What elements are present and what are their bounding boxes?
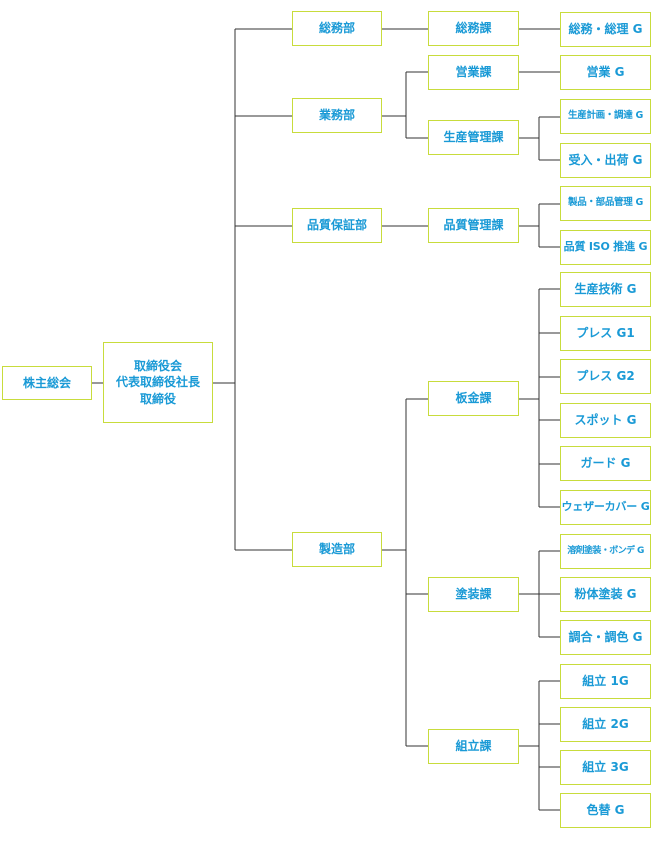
node-assembly-3g-group: 組立 3G: [560, 750, 651, 785]
node-label: 総務課: [455, 21, 492, 36]
node-label: 株主総会: [22, 375, 71, 390]
node-label: 営業課: [455, 65, 492, 80]
node-product-parts-group: 製品・部品管理 G: [560, 186, 651, 221]
node-label: 組立 3G: [582, 760, 629, 775]
node-solvent-painting-group: 溶剤塗装・ボンデ G: [560, 534, 651, 569]
node-weather-cover-group: ウェザーカバー G: [560, 490, 651, 525]
node-label: 組立課: [455, 739, 492, 754]
node-label: 製品・部品管理 G: [568, 197, 643, 209]
node-label: 営業 G: [586, 65, 625, 80]
node-spot-group: スポット G: [560, 403, 651, 438]
node-label: 総務部: [318, 21, 355, 36]
node-label: ウェザーカバー G: [561, 500, 650, 514]
node-label: 塗装課: [455, 587, 492, 602]
node-label: 溶剤塗装・ボンデ G: [567, 546, 644, 557]
node-label: 調合・調色 G: [568, 630, 643, 645]
node-label: 品質管理課: [443, 218, 504, 233]
node-sales-group: 営業 G: [560, 55, 651, 90]
node-label: プレス G1: [576, 326, 635, 341]
node-label: 受入・出荷 G: [568, 153, 643, 168]
node-quality-control-section: 品質管理課: [428, 208, 519, 243]
node-iso-promotion-group: 品質 ISO 推進 G: [560, 230, 651, 265]
node-assembly-section: 組立課: [428, 729, 519, 764]
node-color-mixing-group: 調合・調色 G: [560, 620, 651, 655]
node-label-director: 取締役: [139, 391, 176, 406]
node-color-change-group: 色替 G: [560, 793, 651, 828]
node-label: 粉体塗装 G: [574, 587, 637, 602]
node-label-president: 代表取締役社長: [115, 375, 200, 390]
node-label: 組立 2G: [582, 717, 629, 732]
node-label: 色替 G: [586, 803, 625, 818]
node-label: スポット G: [574, 413, 637, 428]
node-label: 品質 ISO 推進 G: [563, 240, 648, 254]
node-label: プレス G2: [576, 369, 635, 384]
node-label: 組立 1G: [582, 674, 629, 689]
node-shareholders-meeting: 株主総会: [2, 366, 92, 400]
node-quality-department: 品質保証部: [292, 208, 382, 243]
node-label: 製造部: [318, 542, 355, 557]
node-receiving-shipping-group: 受入・出荷 G: [560, 143, 651, 178]
node-label: ガード G: [580, 456, 631, 471]
node-label-board: 取締役会: [133, 359, 182, 374]
node-label: 総務・総理 G: [568, 22, 643, 37]
node-label: 業務部: [318, 108, 355, 123]
node-assembly-2g-group: 組立 2G: [560, 707, 651, 742]
node-somu-section: 総務課: [428, 11, 519, 46]
node-planning-procurement-group: 生産計画・調達 G: [560, 99, 651, 134]
node-painting-section: 塗装課: [428, 577, 519, 612]
node-production-control-section: 生産管理課: [428, 120, 519, 155]
node-press-g2-group: プレス G2: [560, 359, 651, 394]
node-somu-department: 総務部: [292, 11, 382, 46]
node-sheet-metal-section: 板金課: [428, 381, 519, 416]
node-label: 品質保証部: [306, 218, 367, 233]
node-board: 取締役会 代表取締役社長 取締役: [103, 342, 213, 423]
node-label: 生産管理課: [443, 130, 504, 145]
node-manufacturing-department: 製造部: [292, 532, 382, 567]
node-production-engineering-group: 生産技術 G: [560, 272, 651, 307]
node-guard-group: ガード G: [560, 446, 651, 481]
node-label: 板金課: [455, 391, 492, 406]
node-label: 生産技術 G: [574, 282, 637, 297]
node-powder-painting-group: 粉体塗装 G: [560, 577, 651, 612]
node-gyomu-department: 業務部: [292, 98, 382, 133]
node-sales-section: 営業課: [428, 55, 519, 90]
node-somu-group: 総務・総理 G: [560, 12, 651, 47]
node-press-g1-group: プレス G1: [560, 316, 651, 351]
node-assembly-1g-group: 組立 1G: [560, 664, 651, 699]
node-label: 生産計画・調達 G: [568, 110, 643, 122]
